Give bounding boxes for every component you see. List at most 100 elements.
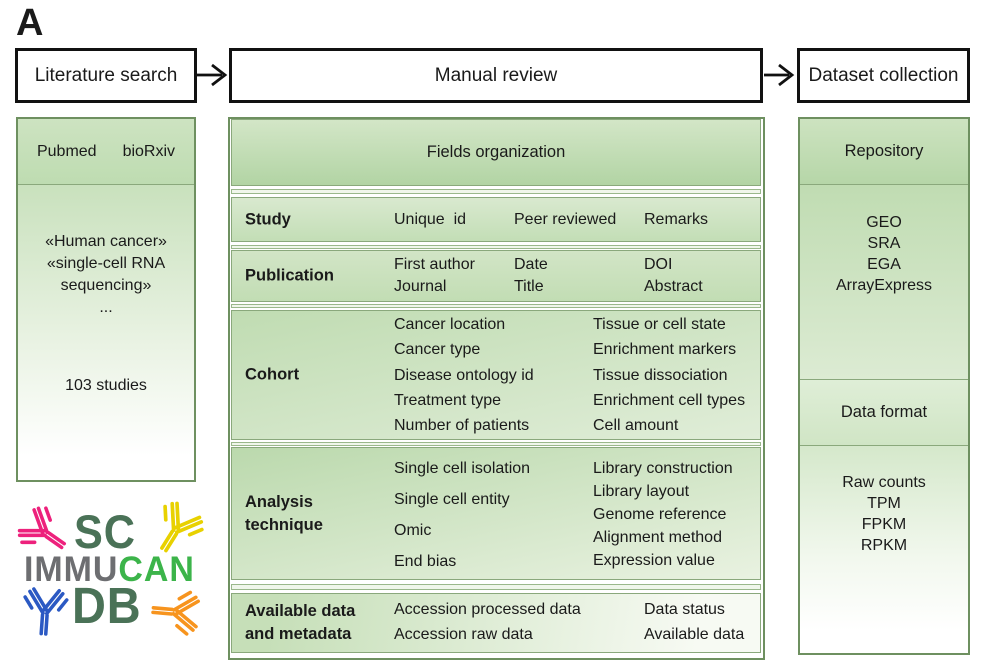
- data-format-header: Data format: [800, 380, 968, 446]
- repository-sra: SRA: [867, 235, 901, 252]
- format-tpm: TPM: [867, 495, 901, 512]
- publication-label: Publication: [245, 266, 334, 285]
- field-tissue-dissociation: Tissue dissociation: [593, 366, 728, 384]
- manual-review-box: Manual review: [229, 48, 763, 103]
- keyword-ellipsis: ...: [99, 299, 113, 316]
- analysis-col1: Single cell isolation Single cell entity…: [394, 448, 530, 579]
- arrow-right-icon: [764, 63, 795, 87]
- fields-organization-title: Fields organization: [426, 143, 566, 161]
- field-peer-reviewed: Peer reviewed: [514, 210, 617, 228]
- publication-section: Publication First author Journal Date Ti…: [231, 250, 761, 302]
- field-end-bias: End bias: [394, 553, 457, 570]
- literature-search-box: Literature search: [15, 48, 197, 103]
- field-unique-id: Unique id: [394, 210, 467, 228]
- field-library-construction: Library construction: [593, 460, 733, 477]
- field-cancer-location: Cancer location: [394, 316, 506, 333]
- field-journal: Journal: [394, 278, 447, 295]
- field-tissue-or-cell-state: Tissue or cell state: [593, 316, 726, 333]
- manual-review-panel: Fields organization Study Unique id Peer…: [228, 117, 765, 660]
- field-number-of-patients: Number of patients: [394, 417, 530, 434]
- field-remarks: Remarks: [644, 210, 709, 228]
- cohort-section: Cohort Cancer location Cancer type Disea…: [231, 310, 761, 440]
- section-divider: [231, 442, 761, 446]
- literature-sources-row: Pubmed bioRxiv: [18, 119, 194, 185]
- format-rpkm: RPKM: [860, 537, 908, 554]
- publication-col3: DOI Abstract: [644, 254, 703, 298]
- logo-can-text: CAN: [118, 550, 195, 589]
- field-available-data: Available data: [644, 626, 745, 643]
- field-accession-raw-data: Accession raw data: [394, 626, 533, 643]
- source-pubmed: Pubmed: [36, 142, 97, 160]
- antibody-icon-blue: [19, 585, 70, 638]
- keyword-line: sequencing»: [60, 277, 152, 294]
- available-col1: Accession processed data Accession raw d…: [394, 594, 581, 652]
- available-label-line2: and metadata: [245, 625, 352, 643]
- dataset-panel: Repository GEO SRA EGA ArrayExpress Data…: [798, 117, 970, 655]
- scimmucandb-logo: SC IMMUCAN DB: [10, 500, 225, 665]
- section-divider: [231, 304, 761, 308]
- literature-search-title: Literature search: [34, 64, 178, 86]
- logo-immu-text: IMMU: [23, 550, 119, 589]
- keyword-line: «single-cell RNA: [46, 255, 166, 272]
- antibody-icon-yellow: [141, 495, 211, 566]
- analysis-label-line1: Analysis: [245, 492, 313, 511]
- antibody-icon-pink: [10, 498, 80, 568]
- logo-immucan-text: IMMUCAN: [10, 552, 209, 587]
- studies-count: 103 studies: [65, 377, 147, 394]
- field-first-author: First author: [394, 256, 475, 273]
- field-title: Title: [514, 278, 544, 295]
- analysis-col2: Library construction Library layout Geno…: [593, 448, 733, 579]
- study-label: Study: [245, 210, 291, 228]
- field-cell-amount: Cell amount: [593, 417, 679, 434]
- literature-panel: Pubmed bioRxiv «Human cancer» «single-ce…: [16, 117, 196, 482]
- field-date: Date: [514, 256, 548, 273]
- repository-title: Repository: [844, 142, 924, 160]
- fields-organization-header: Fields organization: [231, 119, 761, 186]
- section-divider: [231, 189, 761, 194]
- cohort-col1: Cancer location Cancer type Disease onto…: [394, 311, 534, 439]
- study-section: Study Unique id Peer reviewed Remarks: [231, 197, 761, 242]
- cohort-label: Cohort: [245, 365, 300, 384]
- field-alignment-method: Alignment method: [593, 529, 722, 546]
- field-treatment-type: Treatment type: [394, 391, 502, 409]
- analysis-label-line2: technique: [245, 515, 323, 534]
- available-data-label: Available data and metadata: [245, 600, 355, 646]
- field-abstract: Abstract: [644, 278, 703, 295]
- data-format-list: Raw counts TPM FPKM RPKM: [800, 446, 968, 651]
- cohort-col2: Tissue or cell state Enrichment markers …: [593, 311, 745, 439]
- logo-db-text: DB: [72, 577, 142, 634]
- repository-ega: EGA: [867, 256, 901, 273]
- field-accession-processed-data: Accession processed data: [394, 601, 581, 618]
- field-library-layout: Library layout: [593, 483, 690, 500]
- field-data-status: Data status: [644, 601, 725, 618]
- repository-list: GEO SRA EGA ArrayExpress: [800, 185, 968, 380]
- analysis-technique-label: Analysis technique: [245, 491, 323, 537]
- manual-review-title: Manual review: [434, 64, 558, 86]
- field-omic: Omic: [394, 522, 432, 539]
- available-label-line1: Available data: [245, 602, 356, 620]
- field-enrichment-markers: Enrichment markers: [593, 341, 737, 359]
- available-data-section: Available data and metadata Accession pr…: [231, 593, 761, 653]
- section-divider: [231, 245, 761, 249]
- available-col2: Data status Available data: [644, 594, 744, 652]
- publication-col1: First author Journal: [394, 254, 475, 298]
- repository-header: Repository: [800, 119, 968, 185]
- field-genome-reference: Genome reference: [593, 506, 727, 523]
- format-fpkm: FPKM: [861, 516, 907, 533]
- keyword-line: «Human cancer»: [45, 233, 167, 250]
- field-enrichment-cell-types: Enrichment cell types: [593, 391, 746, 409]
- format-raw-counts: Raw counts: [842, 474, 926, 491]
- source-biorxiv: bioRxiv: [122, 142, 176, 160]
- field-single-cell-entity: Single cell entity: [394, 491, 510, 508]
- dataset-collection-title: Dataset collection: [808, 64, 959, 86]
- field-expression-value: Expression value: [593, 552, 715, 569]
- literature-keywords-section: «Human cancer» «single-cell RNA sequenci…: [18, 185, 194, 479]
- field-disease-ontology-id: Disease ontology id: [394, 366, 534, 384]
- section-divider: [231, 584, 761, 590]
- logo-sc-text: SC: [74, 505, 136, 558]
- arrow-right-icon: [197, 63, 228, 87]
- data-format-title: Data format: [840, 403, 928, 421]
- dataset-collection-box: Dataset collection: [797, 48, 970, 103]
- field-single-cell-isolation: Single cell isolation: [394, 460, 531, 477]
